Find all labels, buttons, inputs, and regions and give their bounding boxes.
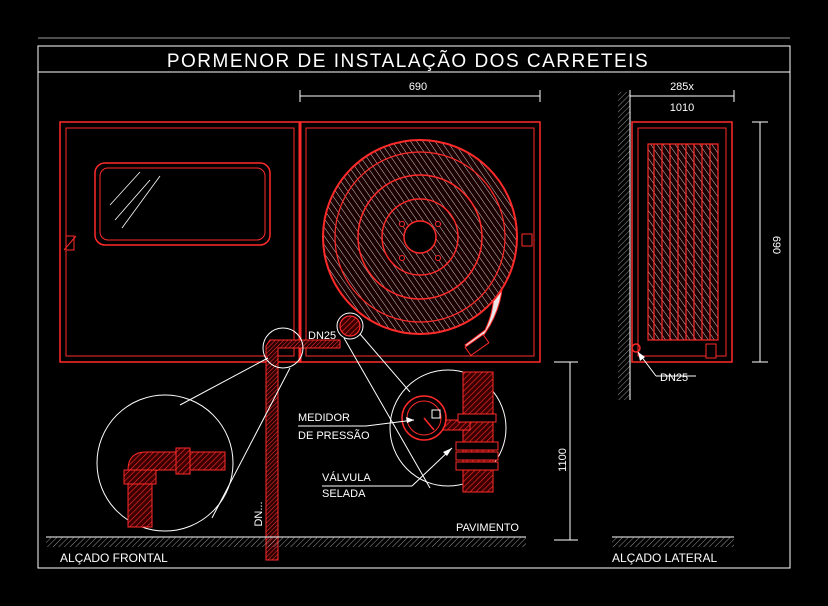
wall-side: [618, 92, 631, 400]
pressure-gauge-label-1: MEDIDOR: [298, 412, 350, 424]
floor-label: PAVIMENTO: [456, 522, 519, 534]
sealed-valve-label-1: VÁLVULA: [322, 471, 371, 484]
pressure-gauge-leader: [298, 417, 415, 427]
cabinet-right-section: [298, 121, 541, 363]
sealed-valve-leader: [322, 447, 453, 487]
cabinet-side: [631, 121, 733, 363]
drawing-border: [37, 37, 791, 569]
pressure-gauge-label-2: DE PRESSÃO: [298, 429, 370, 442]
sealed-valve-label-2: SELADA: [322, 488, 366, 500]
floor-side: [612, 536, 734, 547]
dimension-front-width-label: 690: [409, 81, 427, 93]
dimension-side-height: [752, 121, 768, 363]
detail-callout-gauge: [336, 312, 507, 493]
cabinet-left-door: [59, 121, 301, 363]
dimension-mount-height-label: 1100: [557, 448, 569, 472]
dimension-side-depth-label: 285x: [670, 81, 694, 93]
pipe-size-side-label: DN25: [660, 372, 688, 384]
floor-front: [46, 536, 526, 547]
front-elevation-label: ALÇADO FRONTAL: [60, 551, 168, 565]
dimension-front-width: 690: [299, 81, 541, 102]
pipe-size-front-label: DN25: [308, 330, 336, 342]
dimension-side-overall-label: 1010: [670, 102, 694, 114]
dimension-mount-height: [554, 361, 578, 541]
pipe-size-side-leader: [637, 351, 696, 377]
detail-callout-elbow: [96, 327, 304, 532]
pipe-size-vertical-label: DN...: [253, 501, 265, 526]
side-elevation-label: ALÇADO LATERAL: [612, 551, 717, 565]
hose-reel-front: [322, 139, 518, 357]
drawing-title: PORMENOR DE INSTALAÇÃO DOS CARRETEIS: [167, 50, 649, 72]
dimension-side-height-label: 690: [770, 236, 782, 254]
